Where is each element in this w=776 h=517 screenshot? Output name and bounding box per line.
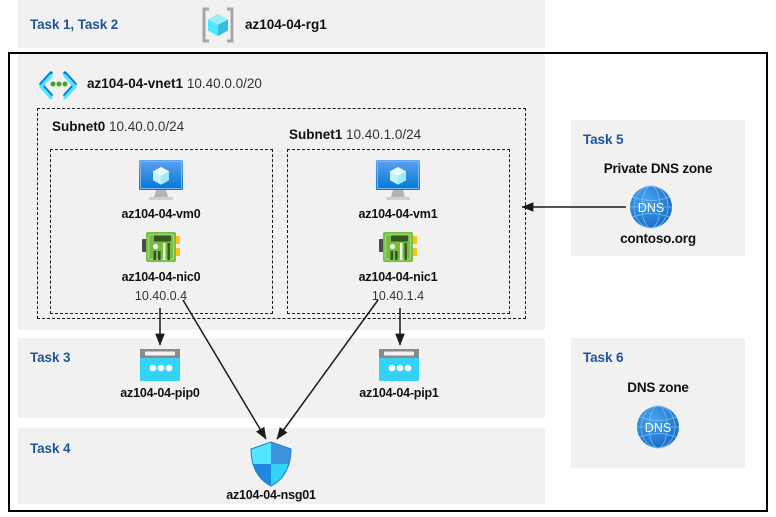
resource-group-name: az104-04-rg1 [245, 17, 327, 32]
subnet1-heading: Subnet1 10.40.1.0/24 [289, 127, 421, 142]
vnet-address-space: 10.40.0.0/20 [186, 76, 262, 91]
subnet1-name: Subnet1 [289, 127, 343, 142]
dns-globe-icon: DNS [629, 185, 673, 229]
nsg-label: az104-04-nsg01 [226, 488, 316, 502]
dns-globe-icon: DNS [636, 405, 680, 449]
resource-group-icon [199, 6, 237, 44]
subnet0-address-prefix: 10.40.0.0/24 [109, 119, 185, 134]
virtual-network-icon [38, 71, 78, 100]
task-label-4: Task 4 [30, 441, 71, 456]
nic0-label: az104-04-nic0 [121, 270, 201, 284]
public-ip-address-icon [379, 349, 419, 381]
subnet0-resources-box [50, 149, 273, 314]
task6-heading: DNS zone [627, 380, 689, 395]
vnet-heading: az104-04-vnet1 10.40.0.0/20 [87, 76, 262, 91]
task-label-3: Task 3 [30, 350, 71, 365]
network-interface-icon [379, 230, 417, 264]
dns-icon-text: DNS [645, 421, 671, 435]
task5-heading: Private DNS zone [603, 161, 713, 176]
diagram-outer-frame [8, 52, 768, 512]
subnet0-heading: Subnet0 10.40.0.0/24 [52, 119, 184, 134]
nic1-ip: 10.40.1.4 [371, 289, 425, 303]
task-label-1-2: Task 1, Task 2 [30, 17, 119, 32]
network-security-group-shield-icon [250, 441, 292, 487]
vnet-name: az104-04-vnet1 [87, 76, 184, 91]
vm0-label: az104-04-vm0 [121, 207, 201, 221]
dns-icon-text: DNS [638, 201, 664, 215]
task3-panel [18, 338, 545, 418]
virtual-machine-icon [375, 159, 421, 201]
pip0-label: az104-04-pip0 [120, 386, 200, 400]
subnet1-resources-box [287, 149, 510, 314]
pip1-label: az104-04-pip1 [359, 386, 439, 400]
nic1-label: az104-04-nic1 [358, 270, 438, 284]
subnet1-address-prefix: 10.40.1.0/24 [346, 127, 422, 142]
public-ip-address-icon [140, 349, 180, 381]
subnet0-name: Subnet0 [52, 119, 106, 134]
network-interface-icon [142, 230, 180, 264]
virtual-machine-icon [138, 159, 184, 201]
vnet-panel [18, 54, 545, 330]
nic0-ip: 10.40.0.4 [134, 289, 188, 303]
task-label-6: Task 6 [583, 350, 624, 365]
vm1-label: az104-04-vm1 [358, 207, 438, 221]
resource-group-header-panel [18, 0, 545, 48]
task5-zone-name: contoso.org [620, 231, 696, 246]
task-label-5: Task 5 [583, 132, 624, 147]
